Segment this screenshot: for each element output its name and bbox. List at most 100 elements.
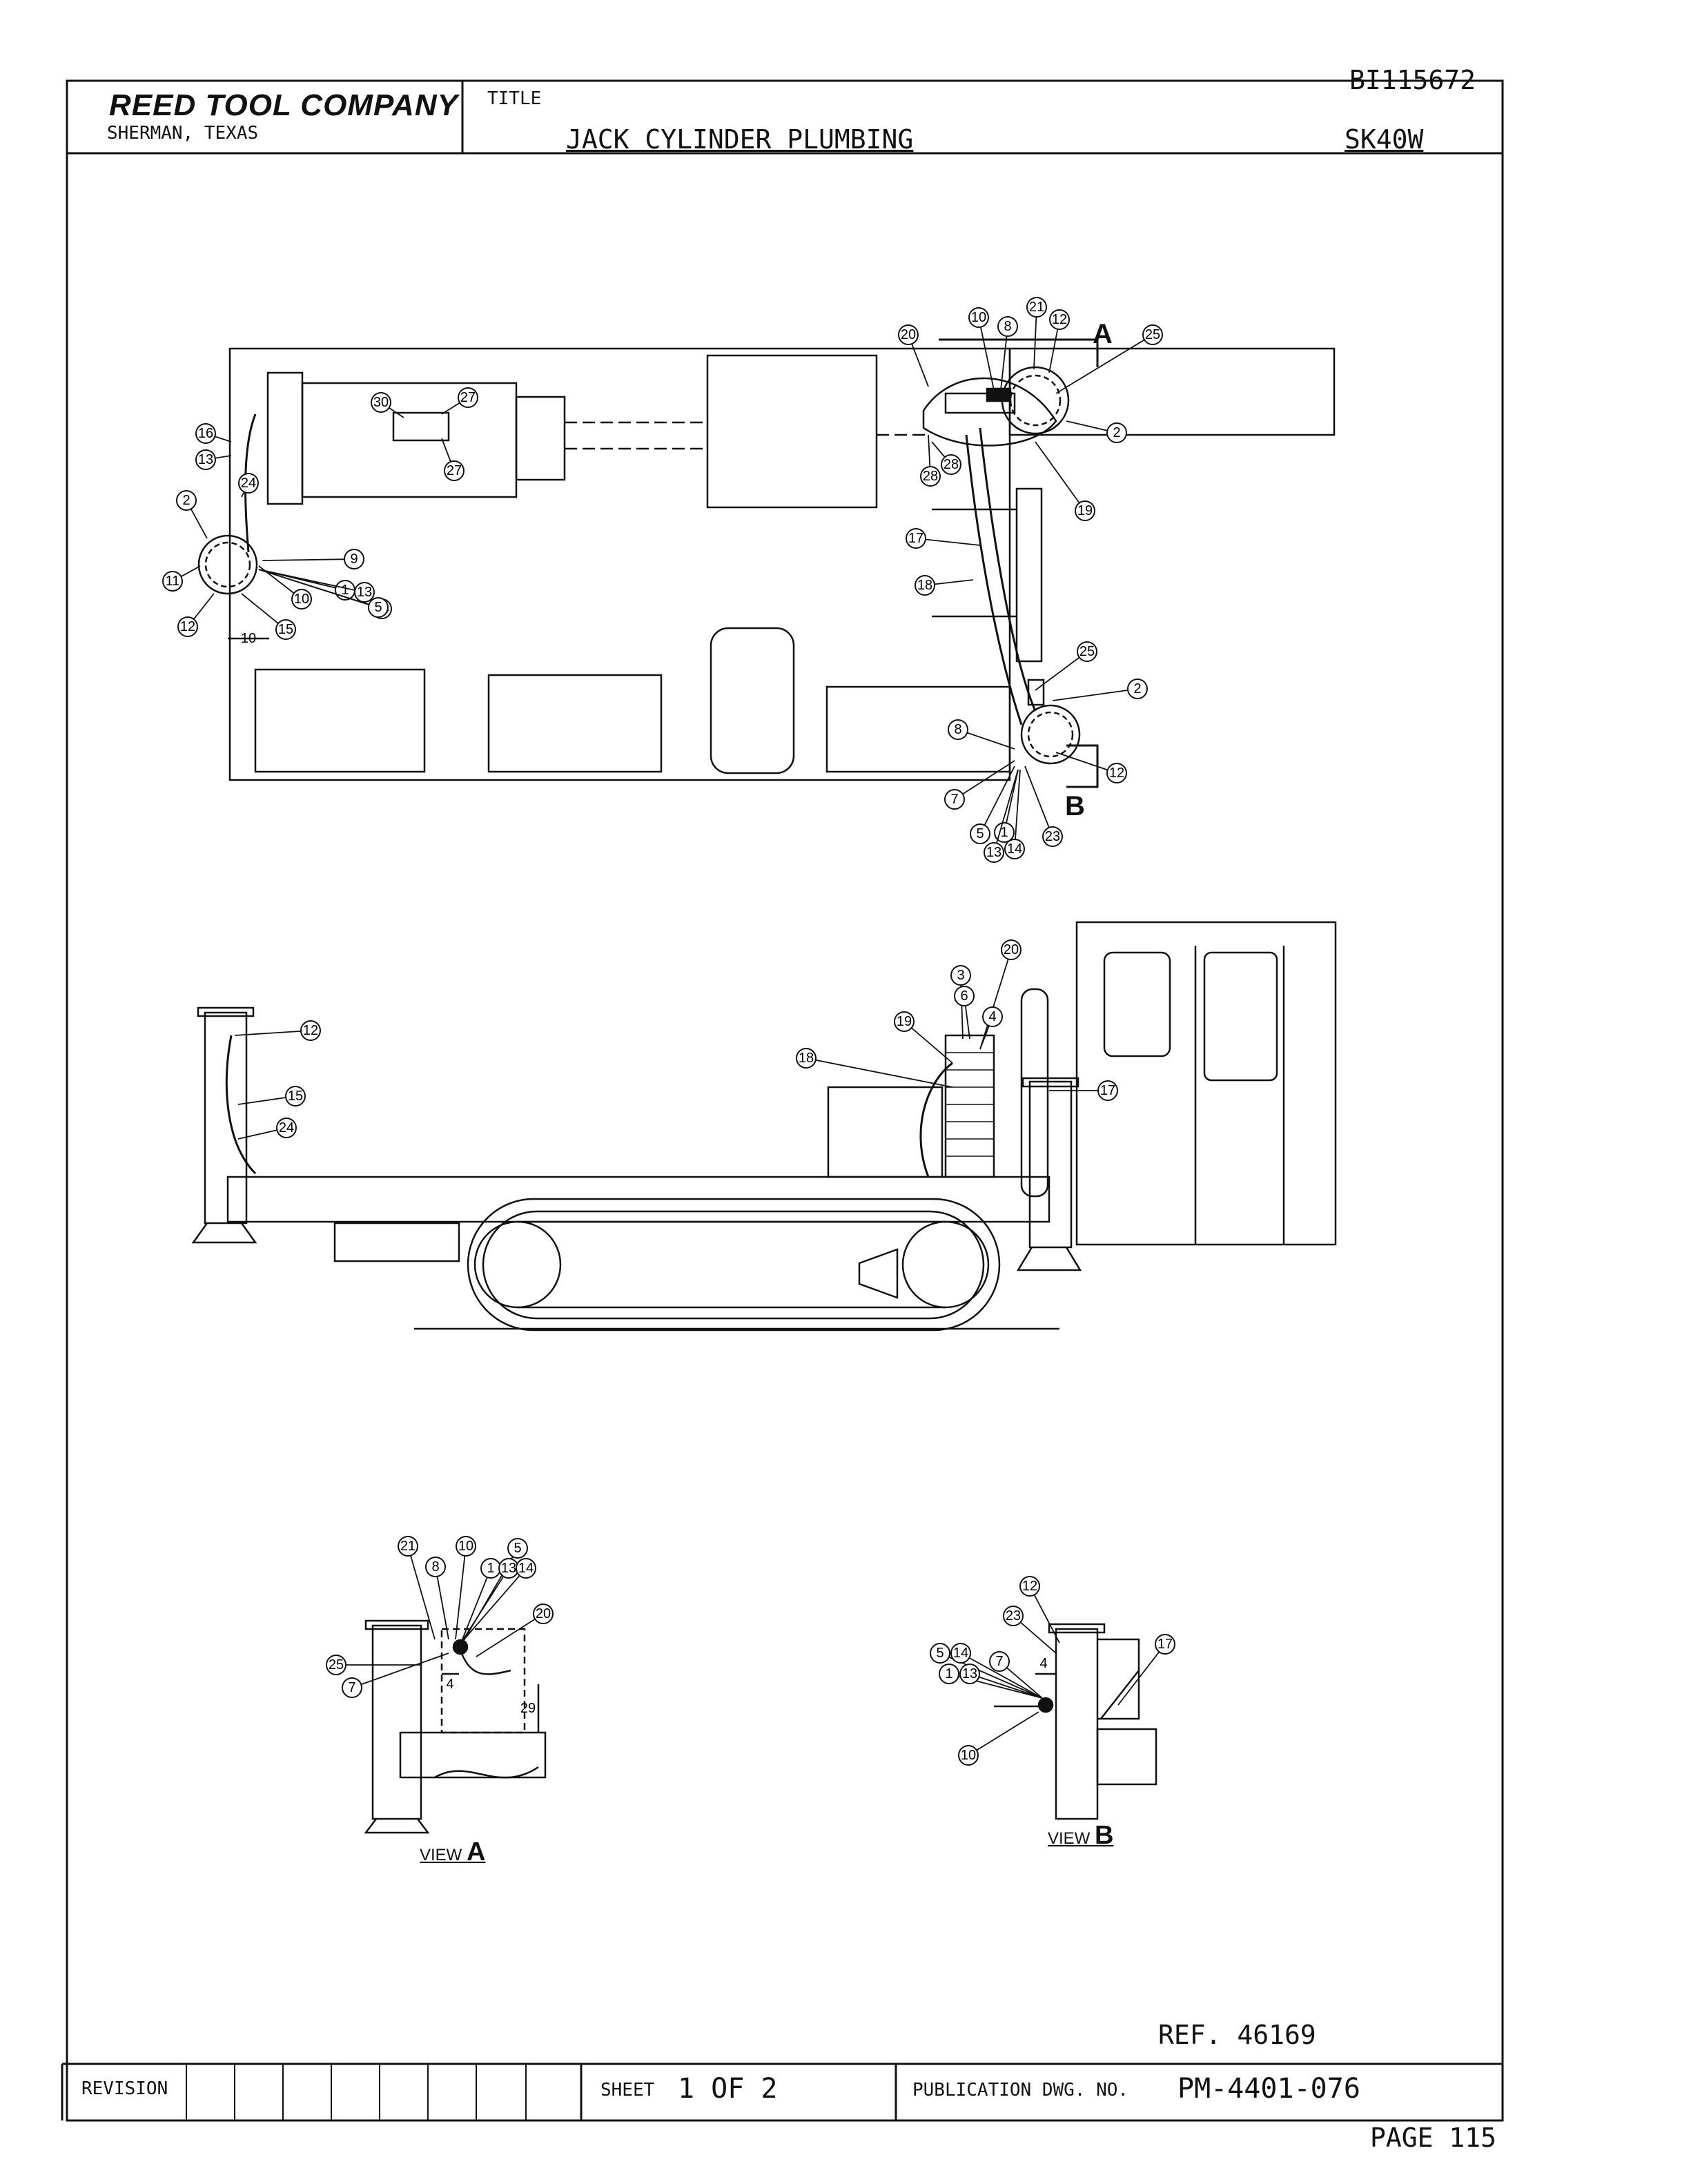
section-a-letter: A — [1093, 319, 1113, 349]
dim-view-a-29: 29 — [520, 1701, 536, 1716]
plan-engine-housing — [515, 396, 566, 481]
company-city: SHERMAN, TEXAS — [107, 123, 259, 144]
callout-number: 13 — [501, 1561, 516, 1576]
callout-balloon — [970, 823, 990, 844]
callout-balloon — [1019, 1576, 1040, 1597]
publication-number: PM-4401-076 — [1177, 2073, 1360, 2105]
callout-balloon — [1075, 500, 1095, 521]
view-a-hidden — [440, 1628, 526, 1734]
plan-manifold — [944, 392, 1016, 414]
callout-balloon — [1155, 1634, 1175, 1655]
callout-balloon — [968, 307, 989, 328]
view-b-fitting — [1037, 1697, 1054, 1713]
side-valve-sections — [946, 1052, 994, 1157]
revision-cells — [186, 2064, 527, 2120]
callout-number: 12 — [303, 1023, 318, 1038]
plan-view — [197, 338, 1336, 788]
callout-number: 13 — [357, 585, 372, 600]
callout-number: 14 — [1007, 841, 1022, 857]
callout-number: 20 — [901, 327, 916, 342]
callout-number: 21 — [1029, 300, 1044, 315]
view-a-break-line — [434, 1766, 539, 1779]
callout-leader — [435, 1566, 449, 1640]
plan-compartment-3 — [825, 685, 1011, 773]
callout-leader — [954, 760, 1015, 800]
callout-number: 14 — [953, 1646, 968, 1661]
callout-number: 24 — [279, 1120, 294, 1135]
callout-number: 13 — [962, 1666, 977, 1681]
dim-plan-10: 10 — [241, 631, 256, 646]
sheet-label: SHEET — [600, 2080, 655, 2100]
callout-number: 25 — [329, 1657, 344, 1673]
callout-balloon — [994, 822, 1015, 843]
view-a-post-cap — [364, 1619, 429, 1630]
callout-balloon — [1001, 939, 1022, 960]
callout-number: 18 — [799, 1051, 814, 1066]
callout-leader — [460, 1568, 491, 1644]
callout-number: 19 — [1077, 503, 1093, 518]
callout-number: 1 — [487, 1561, 494, 1576]
plan-jack-bottom-right — [1020, 704, 1081, 765]
callout-balloon — [944, 789, 965, 810]
callout-balloon — [300, 1020, 321, 1041]
title-label: TITLE — [487, 88, 542, 109]
view-b-letter: B — [1095, 1821, 1114, 1850]
callout-number: 11 — [166, 574, 180, 589]
plan-vertical-beam — [1015, 487, 1043, 663]
side-underframe — [333, 1222, 460, 1262]
document-number: BI115672 — [1349, 65, 1476, 95]
callout-number: 5 — [374, 600, 382, 615]
reference-number: REF. 46169 — [1158, 2020, 1316, 2050]
callout-number: 10 — [458, 1539, 473, 1554]
view-b-caption: VIEW B — [1048, 1821, 1113, 1851]
callout-number: 15 — [278, 622, 293, 637]
callout-balloon — [950, 965, 971, 986]
side-jack-post-right — [1028, 1080, 1073, 1249]
callout-number: 5 — [514, 1541, 521, 1556]
callout-number: 20 — [1004, 942, 1019, 957]
callout-balloon — [195, 423, 216, 444]
callout-number: 25 — [1145, 327, 1160, 342]
callout-balloon — [1077, 641, 1097, 662]
callout-number: 20 — [536, 1606, 551, 1621]
callout-leader — [460, 1568, 509, 1644]
callout-number: 16 — [198, 426, 213, 441]
callout-balloon — [371, 392, 391, 413]
view-a-label: VIEW — [420, 1846, 462, 1864]
callout-leader — [262, 558, 355, 561]
view-b-frame — [1096, 1728, 1157, 1786]
plan-cylinder-tank — [710, 627, 795, 774]
callout-balloon — [1142, 324, 1163, 345]
callout-balloon — [342, 1677, 362, 1698]
plan-tank-block — [706, 354, 878, 509]
callout-number: 3 — [957, 968, 964, 983]
callout-number: 12 — [1052, 312, 1067, 327]
callout-number: 27 — [460, 390, 476, 405]
callout-number: 17 — [908, 531, 923, 546]
callout-number: 12 — [180, 619, 195, 634]
callout-number: 10 — [294, 592, 309, 607]
callout-leader — [258, 569, 365, 593]
side-hose-15 — [225, 1035, 257, 1175]
callout-balloon — [950, 1643, 971, 1664]
plan-engine-flange — [266, 371, 304, 505]
callout-number: 7 — [348, 1680, 355, 1695]
callout-leader — [993, 769, 1019, 853]
callout-number: 23 — [1006, 1608, 1021, 1624]
callout-balloon — [1026, 297, 1047, 318]
callout-number: 2 — [1133, 681, 1141, 696]
callout-balloon — [906, 528, 926, 549]
side-jack-foot-right — [1016, 1247, 1082, 1271]
callout-leader — [460, 1568, 527, 1644]
callout-leader — [1052, 688, 1138, 701]
plan-fitting-25 — [1027, 679, 1045, 706]
side-track-wheel-front — [473, 1220, 562, 1309]
plan-fitting-30 — [392, 411, 450, 442]
callout-leader — [979, 949, 1012, 1050]
callout-balloon — [939, 1664, 959, 1684]
callout-balloon — [1106, 763, 1127, 783]
callout-number: 21 — [400, 1539, 416, 1554]
callout-leader — [476, 1613, 544, 1657]
callout-leader — [1035, 651, 1088, 691]
